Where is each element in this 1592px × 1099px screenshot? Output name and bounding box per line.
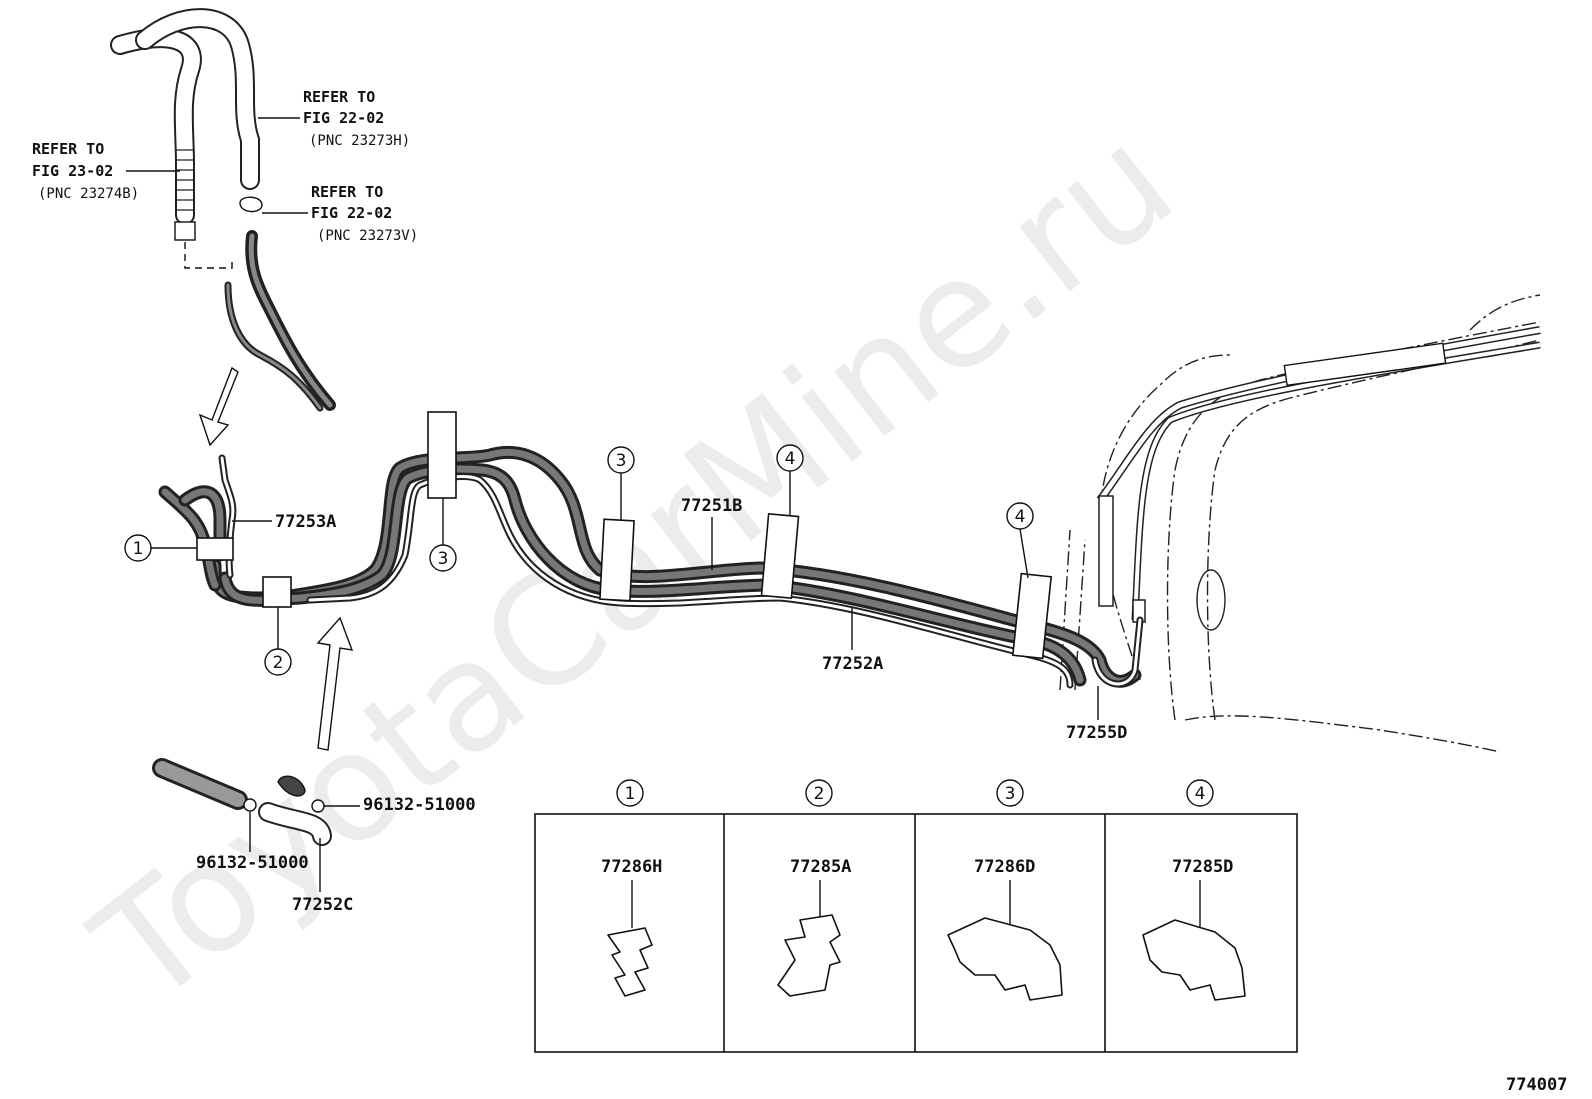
legend-cell-4: 4 77285D (1142, 779, 1246, 1001)
clip-77285a-icon (777, 914, 841, 997)
callout-1: 1 (124, 534, 197, 562)
svg-text:FIG 22-02: FIG 22-02 (311, 204, 392, 222)
callout-4a: 4 (776, 444, 804, 516)
svg-text:3: 3 (616, 451, 627, 471)
svg-text:REFER TO: REFER TO (303, 88, 375, 106)
legend-table: 1 77286H 2 77285A 3 77286D 4 77285D (534, 779, 1298, 1053)
svg-text:4: 4 (1195, 784, 1206, 804)
part-label-77252c: 77252C (292, 895, 353, 915)
svg-text:77286H: 77286H (601, 857, 662, 877)
svg-text:2: 2 (814, 784, 825, 804)
clip-77286d-icon (947, 917, 1063, 1001)
upper-hoses (110, 8, 336, 412)
clamp-3b (599, 518, 635, 602)
figure-number: 774007 (1506, 1075, 1567, 1095)
svg-text:2: 2 (273, 653, 284, 673)
part-label-77252a: 77252A (822, 654, 883, 674)
svg-text:REFER TO: REFER TO (32, 140, 104, 158)
bundle-clamps (196, 411, 1053, 660)
ref-fig-22-02-hose: REFER TO FIG 22-02 (PNC 23273H) (258, 88, 410, 149)
svg-text:4: 4 (785, 449, 796, 469)
clip-77286h-icon (607, 927, 653, 997)
part-label-clip-a: 96132-51000 (363, 795, 476, 815)
svg-text:77285A: 77285A (790, 857, 851, 877)
svg-text:3: 3 (1005, 784, 1016, 804)
clamp-1 (196, 537, 234, 561)
svg-text:FIG 23-02: FIG 23-02 (32, 162, 113, 180)
svg-text:REFER TO: REFER TO (311, 183, 383, 201)
svg-text:3: 3 (438, 549, 449, 569)
direction-arrows (198, 366, 354, 751)
callout-3a: 3 (429, 498, 457, 572)
ref-fig-23-02: REFER TO FIG 23-02 (PNC 23274B) (32, 140, 180, 202)
body-side-pipes (1096, 326, 1541, 623)
part-label-77251b: 77251B (681, 496, 742, 516)
svg-text:4: 4 (1015, 507, 1026, 527)
svg-text:1: 1 (133, 539, 144, 559)
lower-hose-assembly (152, 758, 332, 846)
part-label-77253a: 77253A (275, 512, 336, 532)
svg-text:1: 1 (625, 784, 636, 804)
clip-77285d-icon (1142, 919, 1246, 1001)
callout-3b: 3 (607, 446, 635, 520)
clamp-3 (427, 411, 457, 499)
svg-text:(PNC 23273H): (PNC 23273H) (309, 133, 410, 149)
svg-text:(PNC 23274B): (PNC 23274B) (38, 186, 139, 202)
legend-cell-1: 1 77286H (601, 779, 662, 997)
svg-text:77285D: 77285D (1172, 857, 1233, 877)
legend-cell-3: 3 77286D (947, 779, 1063, 1001)
svg-text:(PNC 23273V): (PNC 23273V) (317, 228, 418, 244)
callout-4b: 4 (1006, 502, 1034, 579)
callout-2: 2 (264, 607, 292, 676)
clamp-4 (760, 512, 800, 600)
clamp-2 (262, 576, 292, 608)
ref-fig-22-02-clamp: REFER TO FIG 22-02 (PNC 23273V) (262, 183, 418, 244)
clamp-4b (1011, 572, 1053, 660)
svg-text:77286D: 77286D (974, 857, 1035, 877)
legend-cell-2: 2 77285A (777, 779, 851, 997)
part-label-clip-b: 96132-51000 (196, 853, 309, 873)
svg-text:FIG 22-02: FIG 22-02 (303, 109, 384, 127)
part-label-77255d: 77255D (1066, 723, 1127, 743)
